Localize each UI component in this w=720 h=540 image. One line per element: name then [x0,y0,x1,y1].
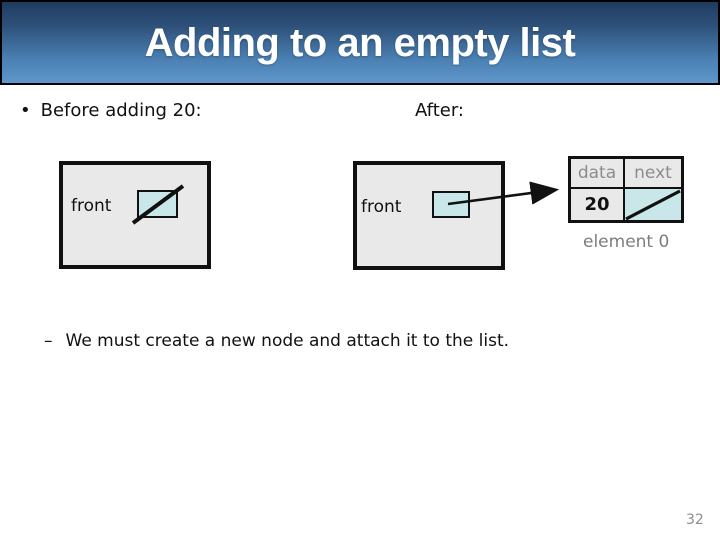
title-bar: Adding to an empty list [0,0,720,85]
node-table: data next 20 [568,156,684,223]
front-label-after: front [361,197,402,217]
front-pointer-after [432,191,470,218]
sub-bullet-line: –We must create a new node and attach it… [44,331,509,351]
node-caption: element 0 [583,232,670,252]
null-slash-icon [625,189,681,220]
node-next-null-cell [625,189,681,220]
before-list-box: front [59,161,211,269]
node-data-value: 20 [571,189,623,220]
slide-title: Adding to an empty list [144,21,576,65]
node-header-next: next [625,159,681,187]
after-heading: After: [415,100,464,121]
sub-bullet-text: We must create a new node and attach it … [65,331,510,351]
front-pointer-before [137,190,178,218]
bullet-glyph: • [20,100,31,121]
after-list-box: front [353,161,505,270]
page-number: 32 [686,512,704,528]
front-label-before: front [71,196,112,216]
bullet-line-before: • Before adding 20: [20,100,202,121]
dash-glyph: – [44,331,53,351]
node-header-data: data [571,159,623,187]
before-heading: Before adding 20: [40,100,202,121]
